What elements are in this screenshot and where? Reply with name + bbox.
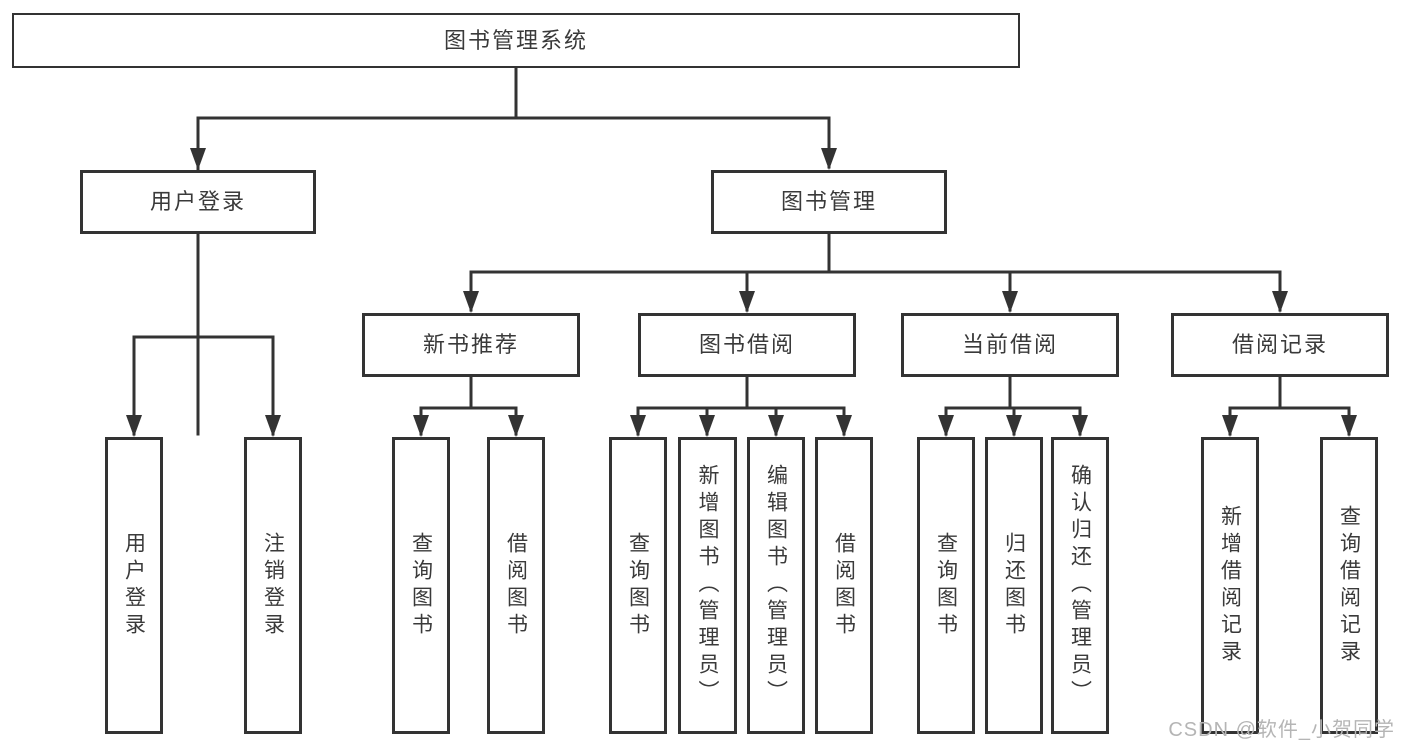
leaf-bb-borrow-books: 借阅图书 [815,437,873,734]
node-label: 图书借阅 [698,332,795,357]
leaf-cb-query-books: 查询图书 [917,437,975,734]
leaf-cb-confirm-return-admin: 确认归还（管理员） [1051,437,1109,734]
leaf-cb-return-books: 归还图书 [985,437,1043,734]
node-label: 借阅图书 [504,531,528,640]
node-label: 查询图书 [934,531,958,640]
node-label: 图书管理系统 [443,27,588,53]
node-book-management: 图书管理 [711,170,947,234]
node-label: 借阅记录 [1231,332,1328,357]
csdn-watermark: CSDN @软件_小贺同学 [1168,719,1395,741]
leaf-logout: 注销登录 [244,437,302,734]
leaf-bb-query-books: 查询图书 [609,437,667,734]
node-label: 新增借阅记录 [1218,504,1242,667]
node-user-login: 用户登录 [80,170,316,234]
node-label: 编辑图书（管理员） [764,464,788,707]
node-label: 归还图书 [1002,531,1026,640]
node-label: 图书管理 [780,189,877,214]
leaf-br-query-record: 查询借阅记录 [1320,437,1378,734]
node-book-borrowing: 图书借阅 [638,313,856,377]
node-current-borrowing: 当前借阅 [901,313,1119,377]
leaf-bb-edit-books-admin: 编辑图书（管理员） [747,437,805,734]
node-label: 查询图书 [409,531,433,640]
node-label: 确认归还（管理员） [1068,464,1092,707]
leaf-user-login: 用户登录 [105,437,163,734]
node-new-book-recommend: 新书推荐 [362,313,580,377]
node-borrowing-records: 借阅记录 [1171,313,1389,377]
node-label: 新书推荐 [422,332,519,357]
node-label: 查询借阅记录 [1337,504,1361,667]
node-label: 查询图书 [626,531,650,640]
node-label: 用户登录 [122,531,146,640]
leaf-nbr-borrow-books: 借阅图书 [487,437,545,734]
node-label: 借阅图书 [832,531,856,640]
leaf-nbr-query-books: 查询图书 [392,437,450,734]
arrowheads [126,148,1357,437]
leaf-bb-add-books-admin: 新增图书（管理员） [678,437,737,734]
node-system-root: 图书管理系统 [12,13,1020,68]
node-label: 注销登录 [261,531,285,640]
leaf-br-add-record: 新增借阅记录 [1201,437,1259,734]
node-label: 当前借阅 [961,332,1058,357]
node-label: 新增图书（管理员） [696,464,719,707]
node-label: 用户登录 [149,189,246,214]
